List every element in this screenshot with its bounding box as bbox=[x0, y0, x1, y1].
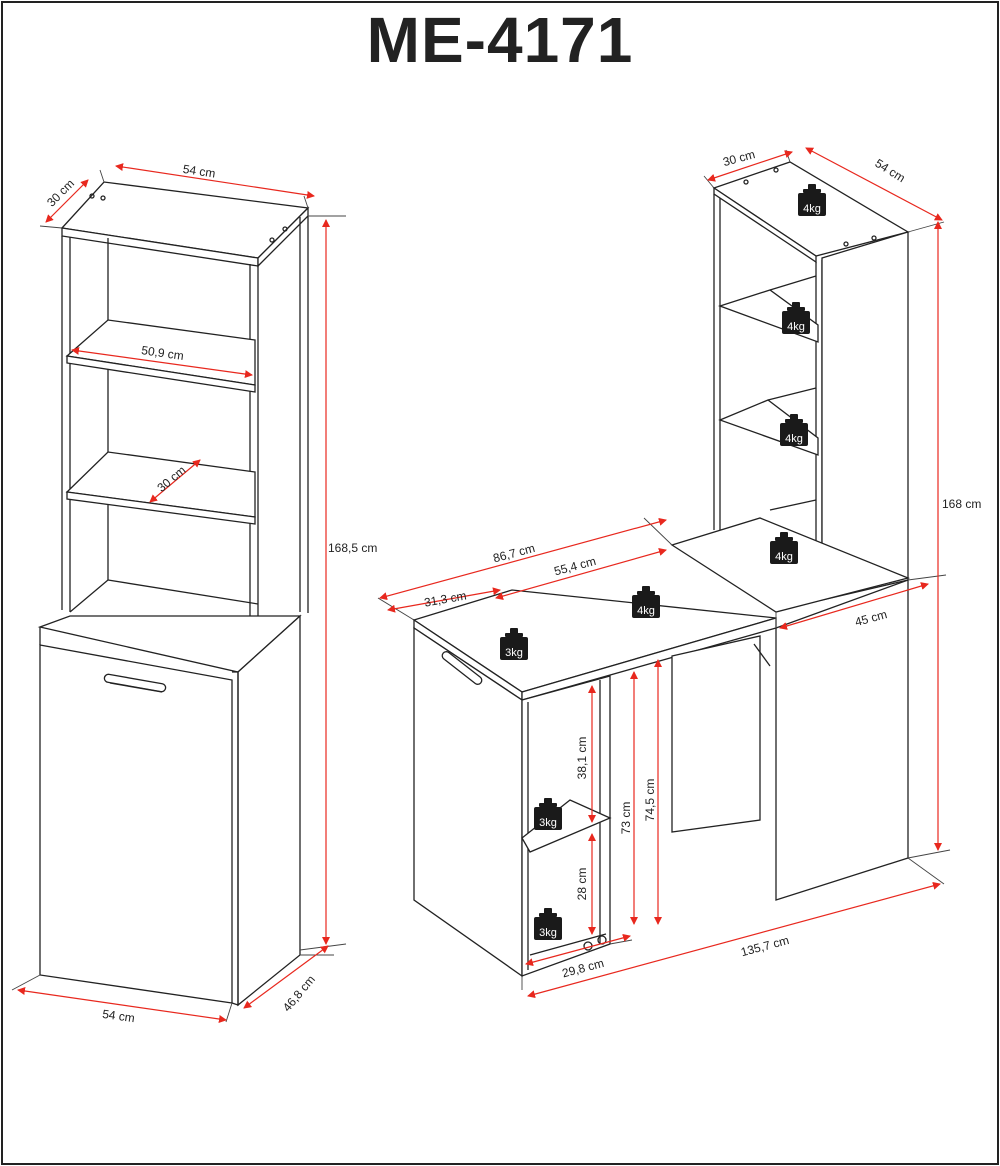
svg-text:4kg: 4kg bbox=[787, 321, 805, 333]
dim-right-top-width bbox=[805, 147, 943, 221]
weight-icon-niche-lower: 3kg bbox=[534, 908, 562, 940]
dim-left-top-depth-label: 30 cm bbox=[44, 176, 77, 209]
svg-text:3kg: 3kg bbox=[539, 927, 557, 939]
dim-niche-lower-label: 28 cm bbox=[575, 868, 589, 901]
weight-icon-shelf-2: 4kg bbox=[780, 414, 808, 446]
dim-niche-upper-label: 38,1 cm bbox=[575, 737, 589, 780]
dim-shelf-width bbox=[71, 347, 253, 378]
dim-left-base-depth-label: 46,8 cm bbox=[280, 973, 318, 1015]
dim-shelf-width-label: 50,9 cm bbox=[140, 343, 184, 363]
dim-table-height-outer-label: 74,5 cm bbox=[643, 779, 657, 822]
dim-open-middle bbox=[495, 548, 667, 600]
desk-leg-panel bbox=[671, 635, 761, 833]
svg-text:3kg: 3kg bbox=[539, 817, 557, 829]
svg-text:4kg: 4kg bbox=[637, 605, 655, 617]
dim-right-height-label: 168 cm bbox=[942, 497, 981, 511]
door-handle bbox=[103, 673, 167, 693]
right-lower-cabinet bbox=[775, 579, 909, 901]
right-hutch-side bbox=[821, 231, 909, 601]
weight-badges: 4kg 4kg 4kg 4kg 4kg 3kg 3kg 3kg bbox=[500, 184, 826, 940]
dim-lower-depth bbox=[779, 582, 929, 630]
dim-shelf-depth bbox=[149, 459, 201, 503]
weight-icon-desk-right: 4kg bbox=[770, 532, 798, 564]
dim-total-width bbox=[527, 881, 941, 999]
dim-left-top-depth bbox=[45, 179, 89, 223]
svg-text:4kg: 4kg bbox=[803, 203, 821, 215]
left-unit bbox=[37, 181, 310, 1007]
svg-text:4kg: 4kg bbox=[775, 551, 793, 563]
dim-right-top-depth bbox=[707, 150, 793, 182]
dim-left-base-width-label: 54 cm bbox=[101, 1007, 135, 1025]
svg-text:4kg: 4kg bbox=[785, 433, 803, 445]
left-cabinet-door bbox=[39, 644, 233, 1004]
weight-icon-shelf-1: 4kg bbox=[782, 302, 810, 334]
dim-open-middle-label: 55,4 cm bbox=[553, 554, 598, 579]
dim-right-top-width-label: 54 cm bbox=[873, 156, 908, 185]
weight-icon-hutch-top: 4kg bbox=[798, 184, 826, 216]
left-cabinet-side bbox=[237, 614, 301, 1007]
svg-text:3kg: 3kg bbox=[505, 647, 523, 659]
weight-icon-niche-upper: 3kg bbox=[534, 798, 562, 830]
dim-table-height-inner-label: 73 cm bbox=[619, 802, 633, 835]
dim-left-top-width bbox=[115, 163, 315, 199]
mobile-cabinet-handle bbox=[441, 651, 483, 685]
dim-open-total bbox=[379, 517, 667, 601]
dim-left-top-width-label: 54 cm bbox=[182, 162, 216, 181]
weight-icon-desk-middle: 4kg bbox=[632, 586, 660, 618]
dim-left-base-depth bbox=[243, 945, 329, 1009]
weight-icon-extension: 3kg bbox=[500, 628, 528, 660]
dim-left-height-label: 168,5 cm bbox=[328, 541, 377, 555]
dim-open-left bbox=[387, 587, 501, 613]
dim-left-base-width bbox=[17, 987, 227, 1023]
model-title: ME-4171 bbox=[366, 4, 634, 76]
